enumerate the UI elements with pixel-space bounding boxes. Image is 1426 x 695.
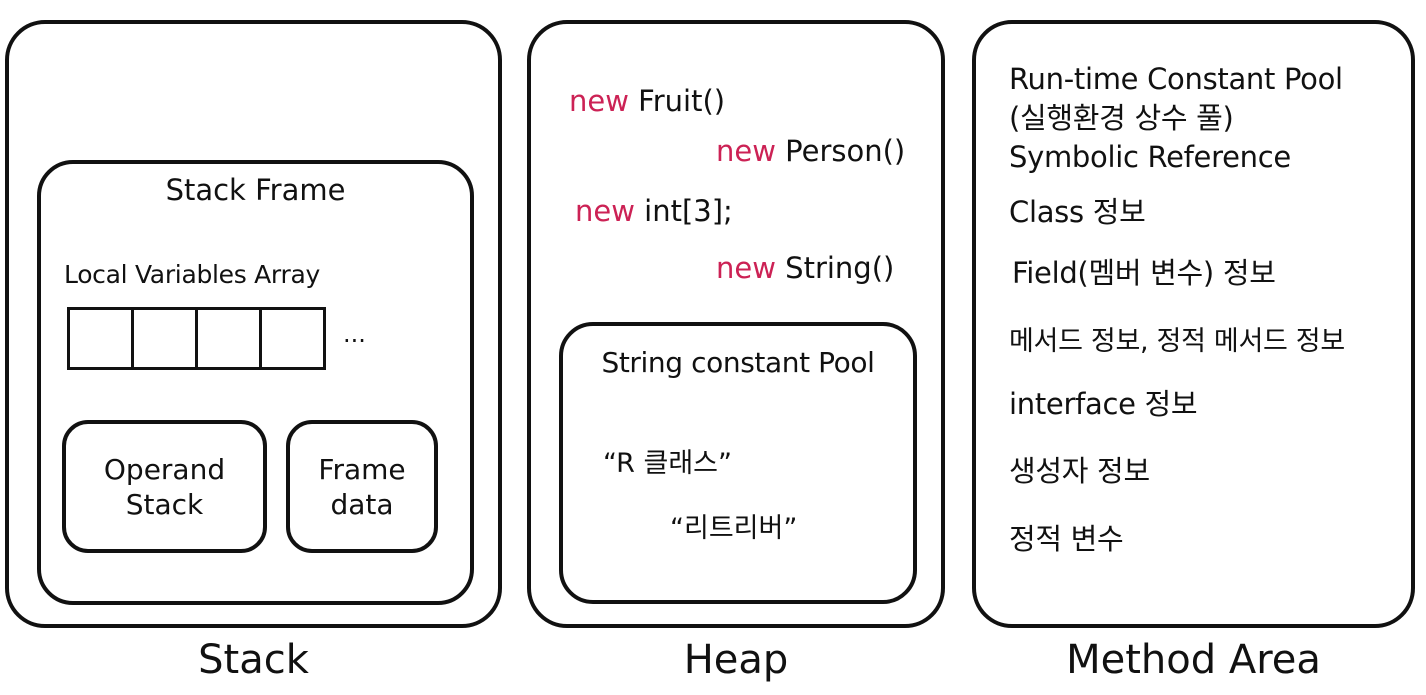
method-area-item: (실행환경 상수 풀) [1009,101,1234,135]
method-area-item: Field(멤버 변수) 정보 [1012,256,1276,290]
method-area-item: Symbolic Reference [1009,140,1291,174]
method-area-item: Class 정보 [1009,195,1146,229]
method-area-item: interface 정보 [1009,387,1198,421]
new-keyword: new [716,251,776,285]
string-literal: “리트리버” [670,513,798,544]
method-area-panel [972,20,1415,628]
local-variable-cell [195,307,262,370]
frame-data-box: Frame data [286,420,438,553]
local-variables-label: Local Variables Array [64,260,320,289]
stack-label: Stack [198,637,309,683]
method-area-label: Method Area [1066,637,1321,683]
operand-stack-label: Operand Stack [103,452,226,521]
allocation-expression: String() [785,251,895,285]
allocation-expression: Person() [785,134,906,168]
method-area-item: 메서드 정보, 정적 메서드 정보 [1009,326,1345,357]
method-area-item: 생성자 정보 [1009,454,1150,488]
local-variable-cell [259,307,326,370]
heap-label: Heap [683,637,789,683]
stack-frame-title: Stack Frame [165,173,346,207]
frame-data-label: Frame data [318,452,406,521]
heap-allocation: new Person() [716,137,905,166]
operand-stack-box: Operand Stack [62,420,267,553]
new-keyword: new [575,194,635,228]
string-literal: “R 클래스” [603,448,733,479]
string-constant-pool-box [559,322,917,604]
new-keyword: new [716,134,776,168]
local-variable-cell [131,307,198,370]
allocation-expression: Fruit() [638,84,726,118]
heap-allocation: new Fruit() [569,87,725,116]
heap-allocation: new String() [716,254,894,283]
array-ellipsis: ... [343,320,366,348]
heap-allocation: new int[3]; [575,197,733,226]
new-keyword: new [569,84,629,118]
method-area-item: Run-time Constant Pool [1009,62,1343,96]
string-constant-pool-title: String constant Pool [601,346,875,379]
method-area-item: 정적 변수 [1009,522,1124,556]
local-variable-cell [67,307,134,370]
allocation-expression: int[3]; [644,194,733,228]
